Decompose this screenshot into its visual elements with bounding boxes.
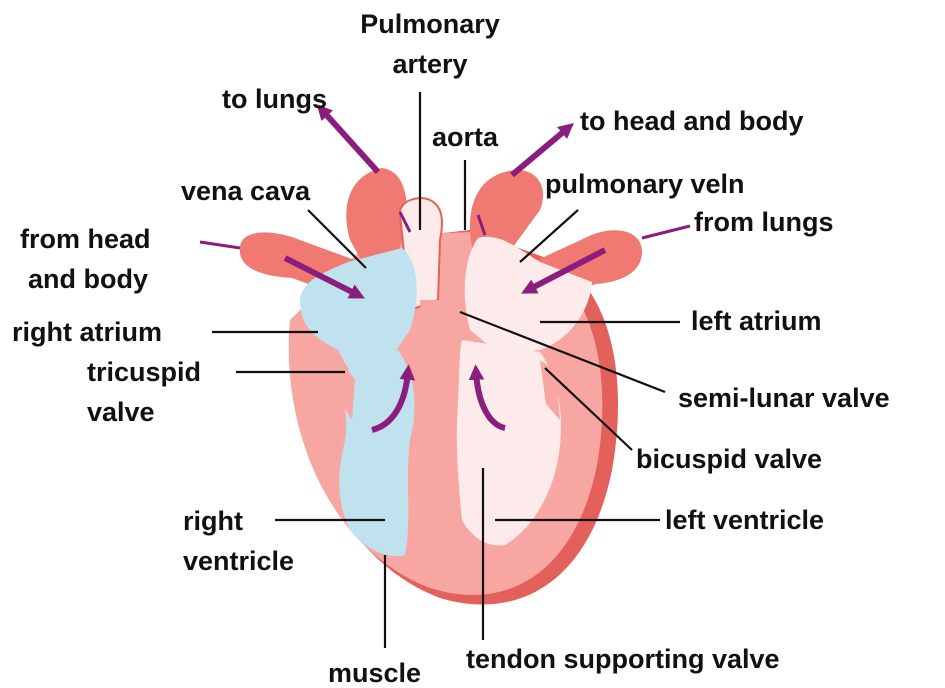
label-pulmonary-vein: pulmonary veln: [545, 169, 745, 199]
label-vena-cava: vena cava: [181, 176, 311, 206]
arrow-from-head-line: [200, 242, 240, 248]
label-left-atrium: left atrium: [691, 306, 822, 336]
label-from-lungs: from lungs: [694, 207, 834, 237]
label-tricuspid-valve-line2: valve: [87, 397, 155, 427]
label-tendon-supporting-valve: tendon supporting valve: [466, 644, 780, 674]
label-semi-lunar-valve: semi-lunar valve: [678, 383, 890, 413]
vena-cava-vessel: [346, 168, 407, 262]
label-tricuspid-valve-line1: tricuspid: [87, 357, 201, 387]
label-to-lungs: to lungs: [222, 84, 327, 114]
heart: [240, 168, 642, 605]
arrow-to-lungs: [322, 110, 378, 172]
label-left-ventricle: left ventricle: [665, 505, 824, 535]
arrow-from-lungs-line: [642, 226, 690, 238]
label-pulmonary-artery-line1: Pulmonary: [360, 9, 500, 39]
label-to-head-and-body: to head and body: [580, 106, 804, 136]
label-right-ventricle-line2: ventricle: [183, 546, 294, 576]
label-from-head-and-body-line1: from head: [20, 224, 151, 254]
label-muscle: muscle: [328, 658, 421, 688]
label-right-ventricle-line1: right: [183, 506, 243, 536]
label-bicuspid-valve: bicuspid valve: [636, 444, 822, 474]
label-aorta: aorta: [432, 122, 499, 152]
label-from-head-and-body-line2: and body: [28, 264, 148, 294]
label-pulmonary-artery-line2: artery: [392, 49, 467, 79]
arrow-to-head-and-body: [512, 128, 568, 175]
label-right-atrium: right atrium: [12, 317, 162, 347]
